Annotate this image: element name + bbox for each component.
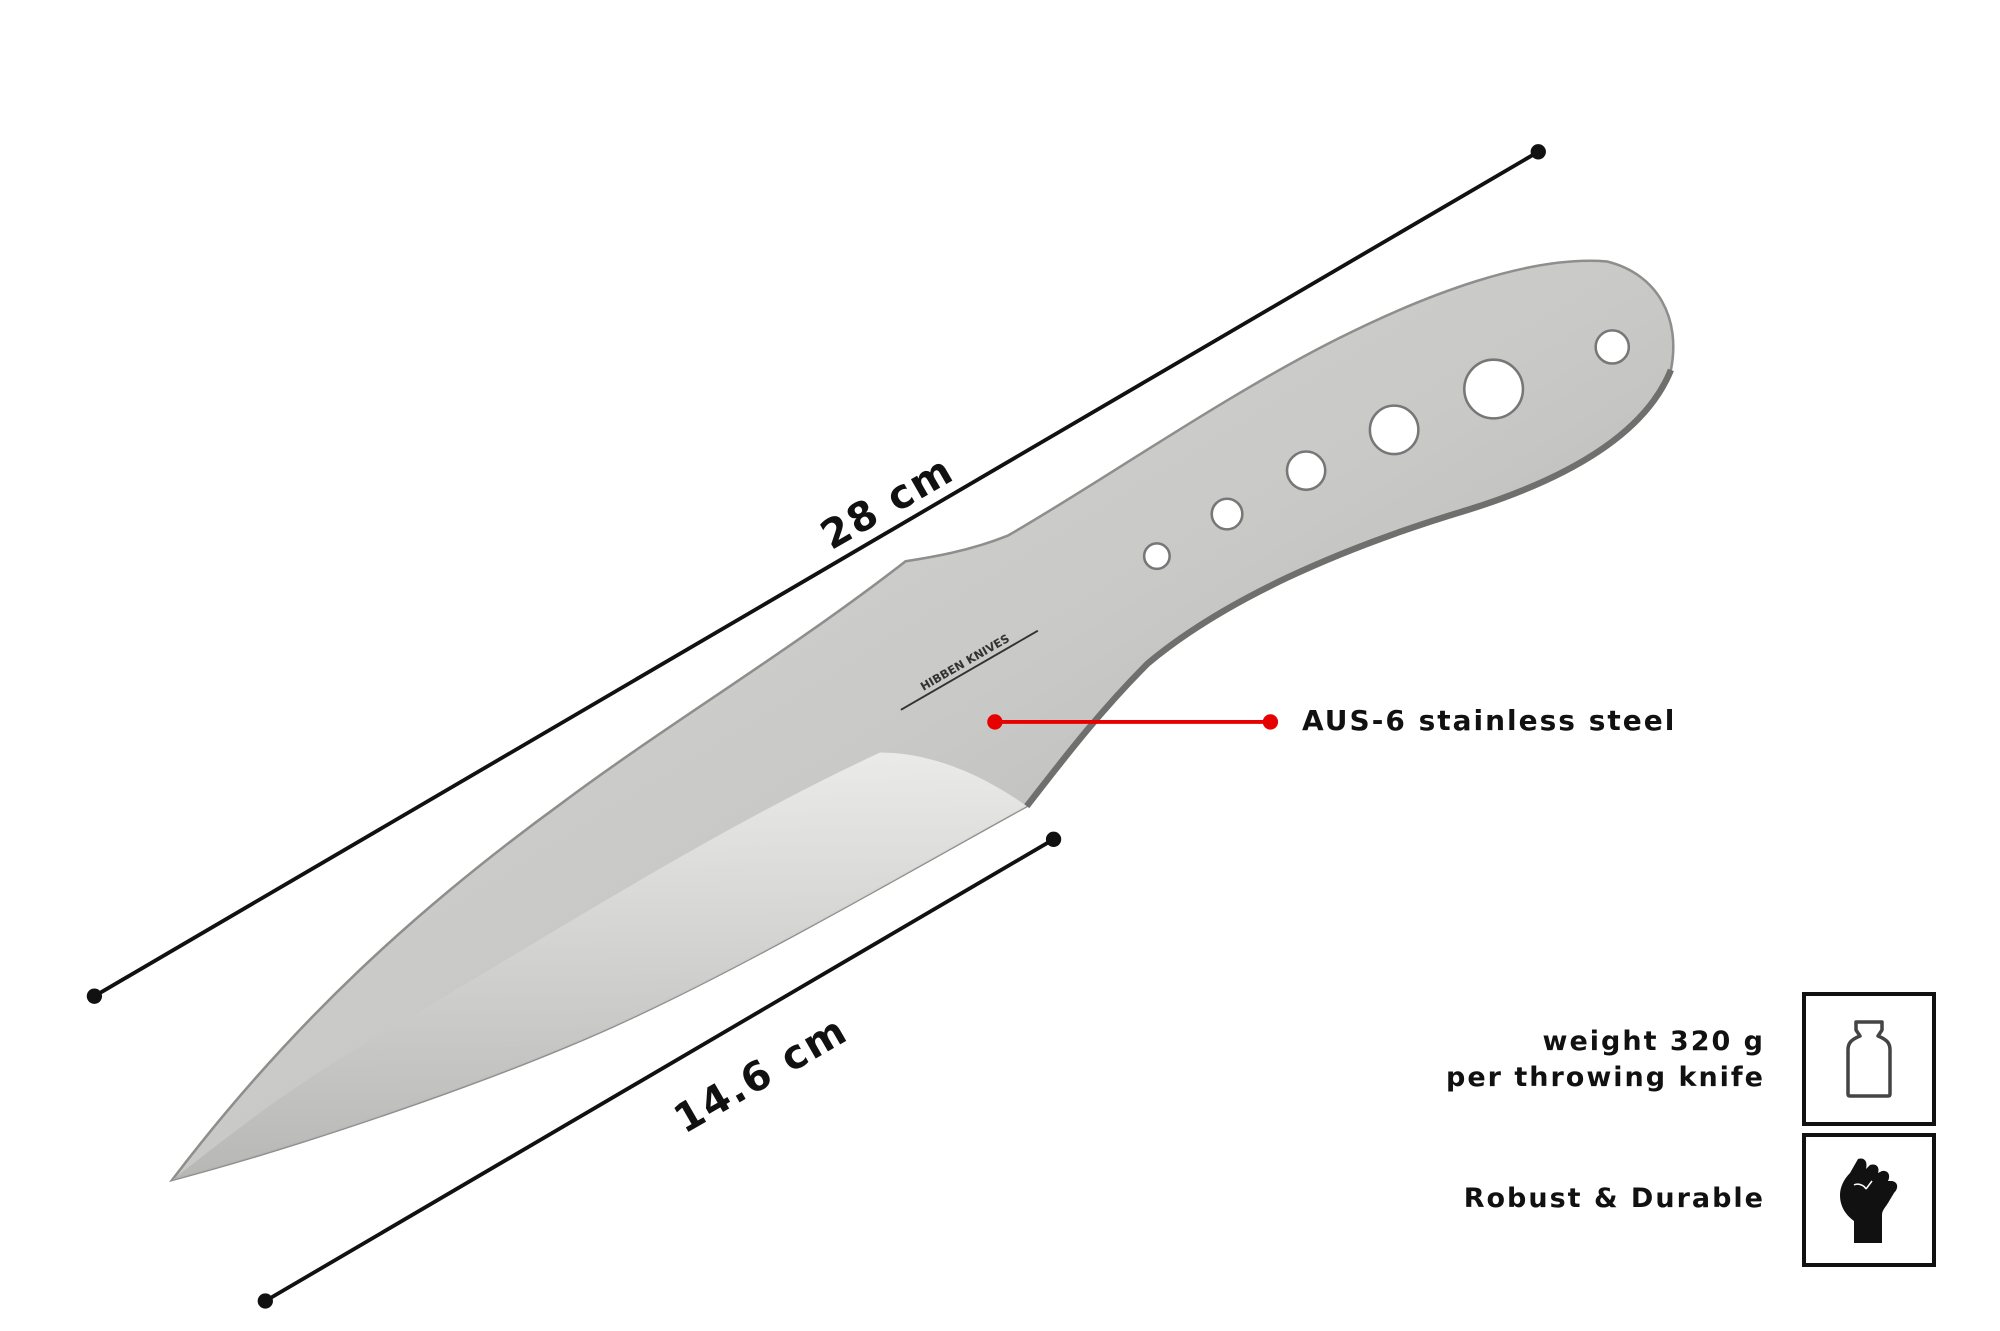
weight-note: per throwing knife bbox=[1446, 1062, 1765, 1093]
overall-length-line bbox=[86, 144, 1546, 1004]
material-label: AUS-6 stainless steel bbox=[1302, 704, 1677, 737]
blade-length-line bbox=[257, 831, 1062, 1309]
durability-line: Robust & Durable bbox=[1463, 1183, 1765, 1214]
handle-edge-shadow bbox=[1024, 368, 1674, 809]
material-pointer bbox=[987, 714, 1279, 730]
weight-icon-box bbox=[1802, 992, 1936, 1126]
weight-spec: weight 320 g per throwing knife bbox=[1446, 1024, 1765, 1096]
knife: HIBBEN KNIVES bbox=[168, 259, 1675, 1183]
weight-line: weight 320 g bbox=[1542, 1026, 1765, 1057]
fist-icon bbox=[1840, 1158, 1898, 1243]
blade-bevel bbox=[172, 752, 1027, 1180]
fist-icon-box bbox=[1802, 1133, 1936, 1267]
weight-icon bbox=[1846, 1020, 1892, 1098]
handle-holes bbox=[1142, 329, 1631, 571]
durability-spec: Robust & Durable bbox=[1464, 1181, 1765, 1217]
